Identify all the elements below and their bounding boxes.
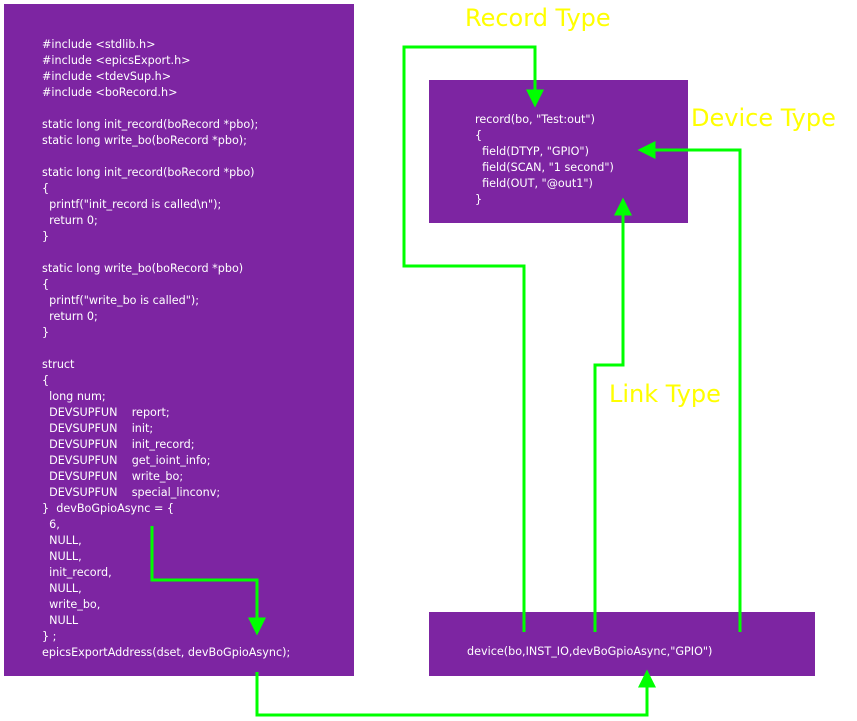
device-support-code: #include <stdlib.h> #include <epicsExpor…: [42, 38, 291, 659]
export-device-connector: [255, 669, 656, 717]
device-support-code-box: #include <stdlib.h> #include <epicsExpor…: [4, 4, 354, 676]
link-type-connector: [593, 197, 632, 632]
device-type-connector: [637, 141, 742, 632]
link-type-label: Link Type: [609, 380, 721, 408]
record-type-label: Record Type: [465, 4, 611, 32]
record-type-connector: [402, 45, 544, 632]
device-definition-box: device(bo,INST_IO,devBoGpioAsync,"GPIO"): [429, 612, 815, 676]
device-definition-code: device(bo,INST_IO,devBoGpioAsync,"GPIO"): [467, 645, 713, 658]
device-type-label: Device Type: [691, 104, 836, 132]
record-definition-code: record(bo, "Test:out") { field(DTYP, "GP…: [475, 113, 614, 206]
struct-export-connector: [150, 526, 266, 636]
